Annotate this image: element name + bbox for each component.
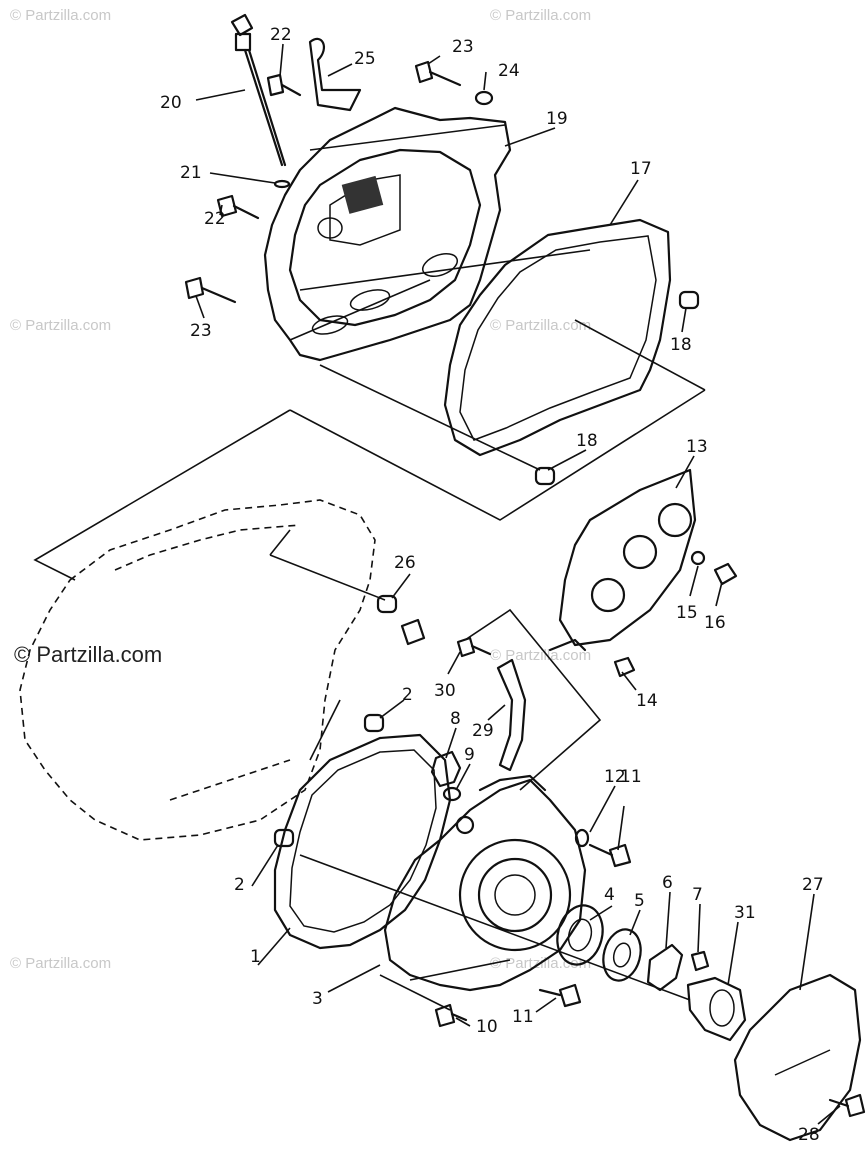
crankcase-outline [19,499,376,841]
callout-25: 25 [354,49,376,69]
callout-8: 8 [450,709,461,729]
washer [574,828,590,848]
callout-6: 6 [662,873,673,893]
dowel-pin [534,466,556,486]
callout-14: 14 [636,691,658,711]
callout-30: 30 [434,681,456,701]
callout-29: 29 [472,721,494,741]
retainer-plate [646,943,684,992]
watermark: © Partzilla.com [10,317,111,334]
callout-27: 27 [802,875,824,895]
dowel-pin [678,290,700,310]
callout-19: 19 [546,109,568,129]
bearing [602,928,642,982]
bolt [613,656,636,678]
watermark: © Partzilla.com [10,7,111,24]
callout-17: 17 [630,159,652,179]
callout-3: 3 [312,989,323,1009]
bolt [713,562,738,586]
callout-28: 28 [798,1125,820,1145]
dowel-pin [363,713,385,733]
bolt [434,1003,456,1028]
collar [376,594,398,614]
filler-plug [430,750,462,788]
callout-13: 13 [686,437,708,457]
screw [690,950,710,972]
callout-10: 10 [476,1017,498,1037]
dowel-pin [273,828,295,848]
callout-2: 2 [234,875,245,895]
watermark: © Partzilla.com [490,317,591,334]
callout-11: 11 [620,767,642,787]
callout-22: 22 [204,209,226,229]
callout-4: 4 [604,885,615,905]
generator-gasket [273,733,452,950]
sprocket-cover [548,468,697,652]
bolt [558,983,582,1008]
callout-2: 2 [402,685,413,705]
callout-22: 22 [270,25,292,45]
callout-16: 16 [704,613,726,633]
callout-9: 9 [464,745,475,765]
callout-5: 5 [634,891,645,911]
generator-cover [383,774,587,992]
watermark: © Partzilla.com [490,7,591,24]
callout-26: 26 [394,553,416,573]
washer [690,550,706,566]
outer-cover [733,973,862,1142]
callout-23: 23 [190,321,212,341]
callout-1: 1 [250,947,261,967]
callout-12: 12 [604,767,626,787]
watermark: © Partzilla.com [10,955,111,972]
watermark: © Partzilla.com [490,647,591,664]
callout-31: 31 [734,903,756,923]
clip [308,37,362,112]
callout-7: 7 [692,885,703,905]
callout-23: 23 [452,37,474,57]
assembly-outline [289,389,706,521]
bolt [400,618,426,646]
callout-15: 15 [676,603,698,623]
callout-18: 18 [576,431,598,451]
callout-20: 20 [160,93,182,113]
bolt [844,1093,866,1118]
oil-seal [556,904,604,966]
callout-labels: 1 2 2 3 4 5 6 7 8 9 10 11 11 12 13 14 15… [160,25,824,1145]
upper-bolts [184,60,494,304]
o-ring [442,786,462,802]
callout-24: 24 [498,61,520,81]
bolt [608,843,632,868]
watermark-primary: © Partzilla.com [14,642,162,667]
dipstick [230,13,291,189]
callout-21: 21 [180,163,202,183]
clutch-cover [263,106,512,362]
cover-gasket [443,218,672,457]
callout-11: 11 [512,1007,534,1027]
callout-18: 18 [670,335,692,355]
callout-leaders [195,43,841,1125]
chain-guide [496,658,527,772]
drive-shaft [686,976,747,1042]
